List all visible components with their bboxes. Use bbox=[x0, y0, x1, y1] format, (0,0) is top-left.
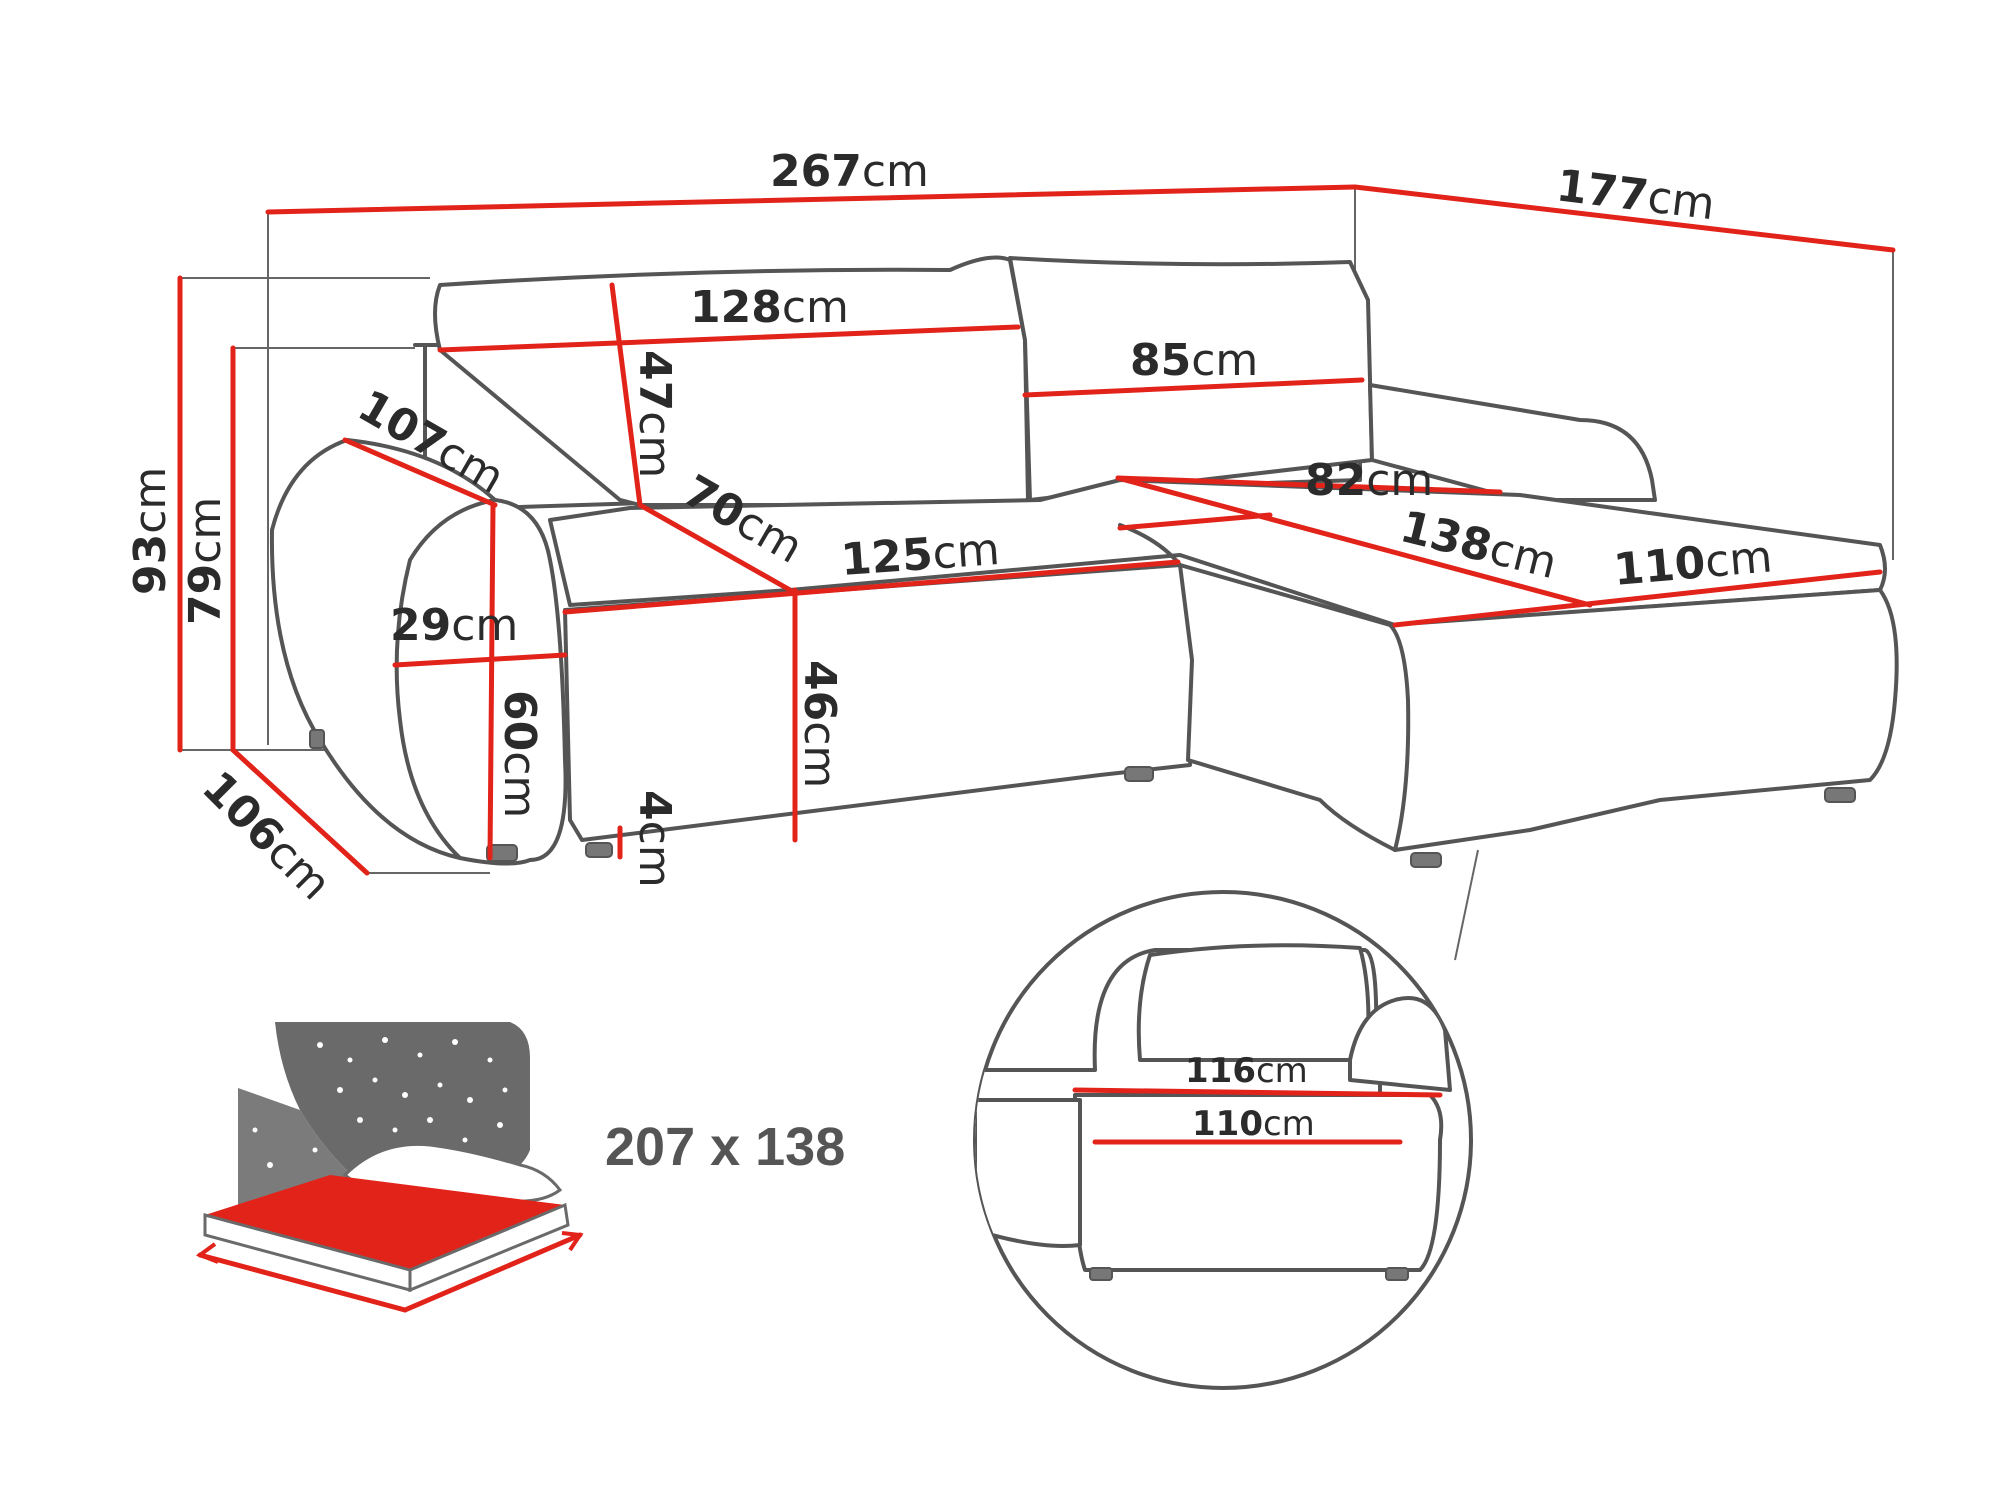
measure-seat-depth bbox=[637, 502, 793, 593]
label-backrest-height: 47cm bbox=[629, 350, 680, 478]
measurement-lines bbox=[177, 184, 1896, 876]
measure-chaise-seat-width bbox=[1115, 475, 1503, 495]
label-seat-height: 46cm bbox=[794, 660, 845, 788]
measure-chaise-seat-front bbox=[1117, 512, 1273, 531]
label-chaise-length: 177cm bbox=[1554, 160, 1718, 230]
label-detail-top: 116cm bbox=[1185, 1051, 1308, 1091]
measure-total-depth bbox=[230, 747, 370, 876]
measure-total-width bbox=[265, 184, 1358, 215]
measure-detail-top bbox=[1072, 1087, 1443, 1098]
label-chaise-seat-width: 82cm bbox=[1305, 455, 1433, 506]
sleeping-area-label: 207 x 138 bbox=[605, 1117, 845, 1177]
bed-length-arrow bbox=[197, 1252, 408, 1313]
measure-armrest-length bbox=[342, 437, 498, 508]
label-total-height: 93cm bbox=[125, 467, 176, 595]
label-chaise-width: 110cm bbox=[1612, 531, 1775, 596]
bed-width-arrow bbox=[402, 1232, 583, 1313]
label-armrest-height: 60cm bbox=[494, 690, 545, 818]
measure-chaise-seat-length bbox=[1115, 475, 1593, 608]
label-leg-height: 4cm bbox=[629, 790, 680, 888]
measure-chaise-cushion bbox=[1022, 377, 1365, 398]
measure-chaise-width bbox=[1392, 569, 1883, 628]
label-armrest-width: 29cm bbox=[390, 600, 518, 651]
label-chaise-cushion: 85cm bbox=[1130, 335, 1258, 386]
label-backrest-total-height: 79cm bbox=[180, 497, 231, 625]
label-detail-bottom: 110cm bbox=[1192, 1104, 1315, 1144]
label-backrest-width: 128cm bbox=[690, 282, 849, 333]
measure-chaise-length bbox=[1352, 184, 1896, 253]
sofa-feet bbox=[309, 729, 1856, 868]
label-seat-width: 125cm bbox=[839, 524, 1001, 586]
measure-armrest-width bbox=[392, 652, 568, 668]
bed-icon bbox=[195, 1022, 584, 1313]
label-total-width: 267cm bbox=[770, 146, 929, 197]
measure-backrest-width bbox=[437, 324, 1021, 353]
measure-armrest-height bbox=[487, 502, 496, 861]
measure-seat-width bbox=[562, 559, 1181, 615]
measure-backrest-height bbox=[609, 282, 643, 508]
detail-zoom-circle: 116cm 110cm bbox=[973, 890, 1473, 1390]
